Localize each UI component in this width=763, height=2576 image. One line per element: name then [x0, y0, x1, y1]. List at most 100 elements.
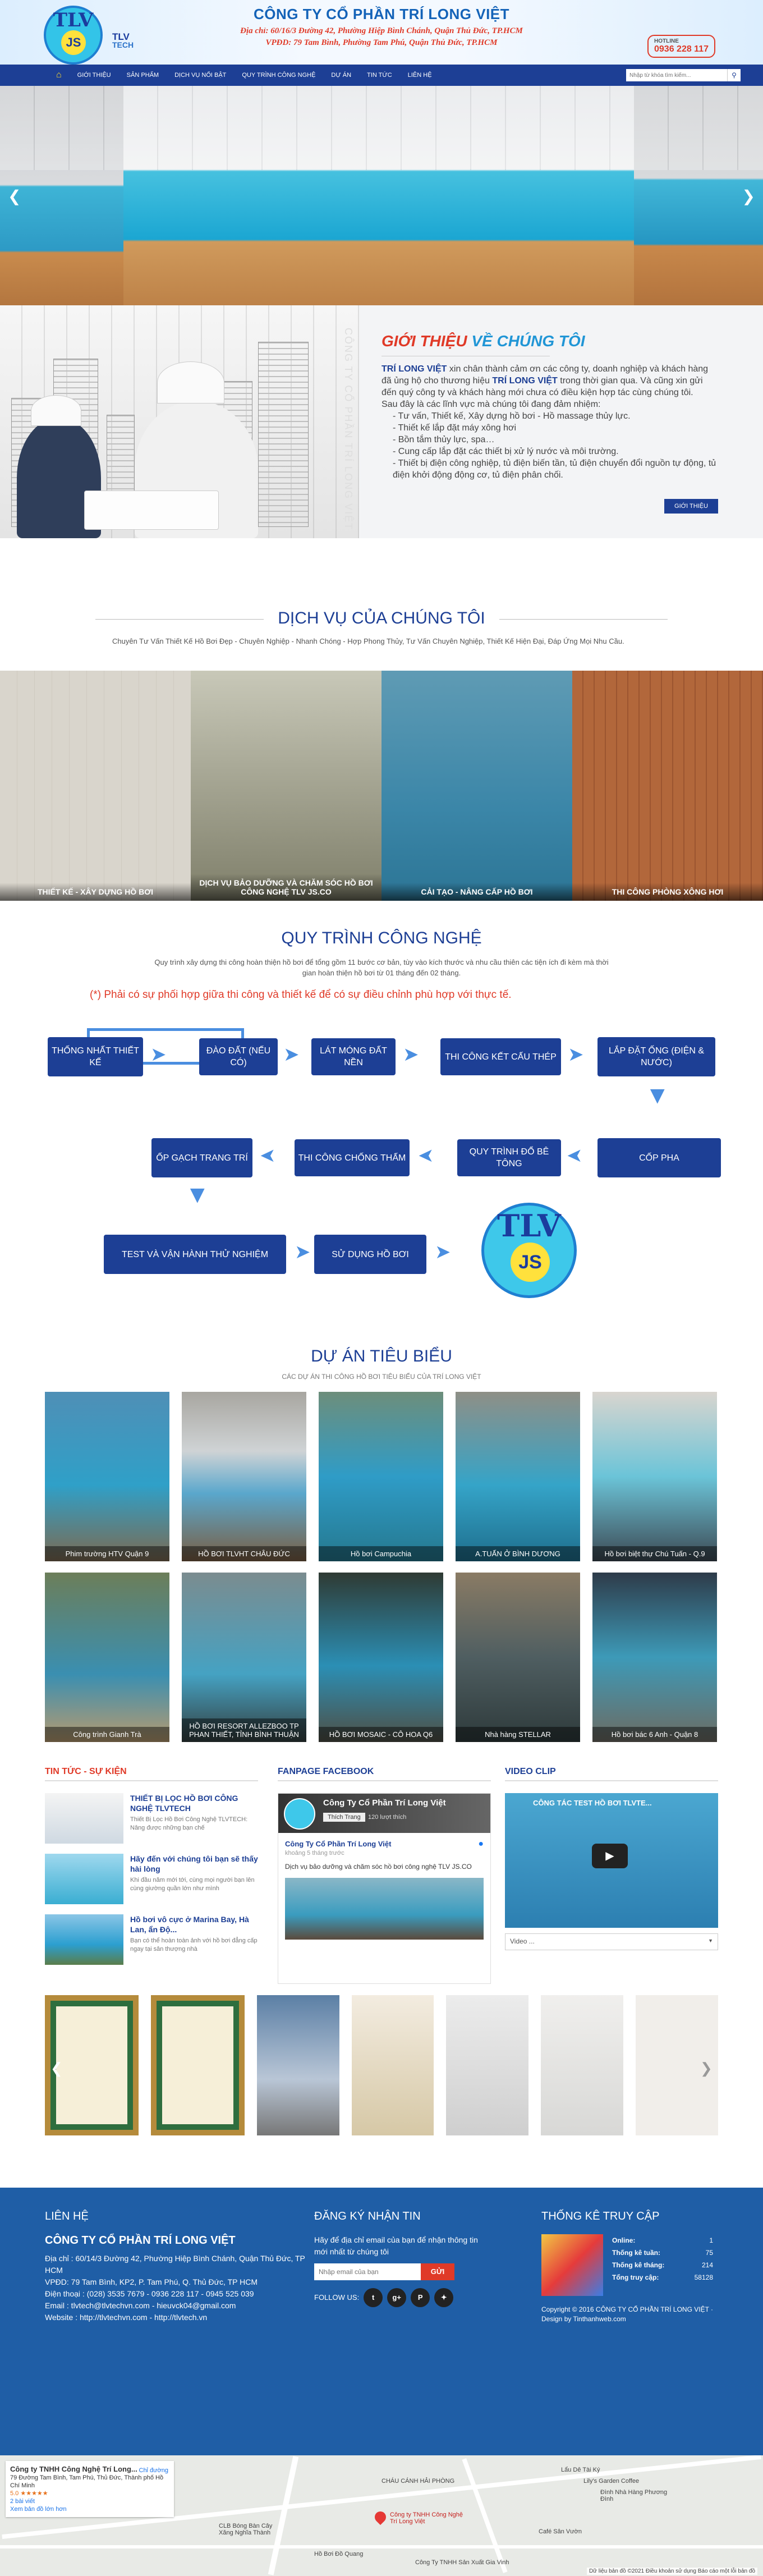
nav-san-pham[interactable]: SẢN PHẨM — [126, 72, 159, 79]
hotline-badge[interactable]: HOTLINE 0936 228 117 — [647, 35, 715, 58]
fb-post-author[interactable]: Công Ty Cổ Phần Trí Long Việt — [285, 1840, 392, 1848]
service-label: THI CÔNG PHÒNG XÔNG HƠI — [572, 883, 763, 901]
news-item[interactable]: Hãy đến với chúng tôi bạn sẽ thấy hài lò… — [45, 1854, 258, 1904]
site-title: CÔNG TY CỔ PHẦN TRÍ LONG VIỆT — [253, 6, 510, 22]
intro-text: GIỚI THIỆU VỀ CHÚNG TÔI TRÍ LONG VIỆT xi… — [382, 332, 718, 481]
news-item[interactable]: THIẾT BỊ LỌC HỒ BƠI CÔNG NGHỆ TLVTECH Thi… — [45, 1793, 258, 1844]
news-thumbnail — [45, 1793, 123, 1844]
fb-post-image[interactable] — [285, 1878, 484, 1940]
news-item[interactable]: Hồ bơi vô cực ở Marina Bay, Hà Lan, ẩn Đ… — [45, 1914, 258, 1965]
map-label: Công Ty TNHH Sản Xuất Gia Vinh — [415, 2559, 509, 2566]
step-cop-pha: CỐP PHA — [597, 1138, 721, 1177]
search-input[interactable] — [626, 69, 727, 81]
news-title[interactable]: Hồ bơi vô cực ở Marina Bay, Hà Lan, ẩn Đ… — [130, 1915, 249, 1934]
footer-newsletter: ĐĂNG KÝ NHẬN TIN Hãy để địa chỉ email củ… — [314, 2210, 488, 2307]
award-image[interactable] — [256, 1995, 339, 2135]
nav-du-an[interactable]: DỰ ÁN — [331, 72, 352, 79]
project-card[interactable]: Hồ bơi Campuchia — [319, 1392, 443, 1561]
chevron-left-icon[interactable]: ❮ — [8, 187, 21, 205]
footer-phone: Điện thoại : (028) 3535 7679 - 0936 228 … — [45, 2289, 254, 2298]
hero-banner: ❮ ❯ — [0, 86, 763, 305]
news-desc: Bạn có thể hoàn toàn ảnh với hồ bơi đẳng… — [130, 1937, 258, 1952]
step-do-be-tong: QUY TRÌNH ĐỔ BÊ TÔNG — [457, 1139, 561, 1176]
news-title[interactable]: THIẾT BỊ LỌC HỒ BƠI CÔNG NGHỆ TLVTECH — [130, 1794, 238, 1813]
project-card[interactable]: A.TUẤN Ở BÌNH DƯƠNG — [456, 1392, 580, 1561]
intro-title: GIỚI THIỆU VỀ CHÚNG TÔI — [382, 332, 718, 350]
footer-address: Địa chỉ : 60/14/3 Đường 42, Phường Hiệp … — [45, 2254, 305, 2275]
awards-carousel — [45, 1995, 719, 2135]
project-card[interactable]: Hồ bơi bác 6 Anh - Quận 8 — [592, 1573, 717, 1742]
hotline-number: 0936 228 117 — [654, 44, 709, 54]
company-logo[interactable]: TLV JS — [44, 6, 103, 65]
nav-gioi-thieu[interactable]: GIỚI THIỆU — [77, 72, 111, 79]
service-card[interactable]: CẢI TẠO - NÂNG CẤP HỒ BƠI — [382, 671, 572, 901]
map-pin-icon[interactable] — [372, 2509, 389, 2525]
newsletter-email-input[interactable] — [314, 2263, 421, 2280]
project-caption: Phim trường HTV Quận 9 — [45, 1546, 169, 1561]
service-card[interactable]: THIẾT KẾ - XÂY DỰNG HỒ BƠI — [0, 671, 191, 901]
award-image[interactable] — [45, 1995, 139, 2135]
project-card[interactable]: Phim trường HTV Quận 9 — [45, 1392, 169, 1561]
arrow-down-icon: ▼ — [185, 1181, 210, 1208]
map-label: Café Sân Vườn — [539, 2528, 582, 2535]
nav-quy-trinh[interactable]: QUY TRÌNH CÔNG NGHỆ — [242, 72, 316, 79]
step-chong-tham: THI CÔNG CHỐNG THẤM — [295, 1139, 410, 1176]
project-caption: HỒ BƠI RESORT ALLEZBOO TP PHAN THIẾT, TỈ… — [182, 1718, 306, 1742]
project-card[interactable]: HỒ BƠI MOSAIC - CÔ HOA Q6 — [319, 1573, 443, 1742]
award-image[interactable] — [150, 1995, 245, 2135]
footer-email[interactable]: Email : tlvtech@tlvtechvn.com - hieuvck0… — [45, 2301, 236, 2310]
chevron-left-icon[interactable]: ❮ — [50, 2060, 63, 2077]
intro-p1c: trong thời gian qua. Và cũng xin gửi đến… — [382, 376, 703, 397]
intro-button[interactable]: GIỚI THIỆU — [664, 499, 718, 514]
google-map[interactable]: Công ty TNHH Công Nghệ Trí Long... 79 Đư… — [0, 2455, 763, 2576]
video-title: CÔNG TÁC TEST HỒ BƠI TLVTE... — [533, 1799, 652, 1807]
home-icon[interactable]: ⌂ — [56, 70, 62, 80]
tumblr-icon[interactable]: t — [364, 2288, 383, 2307]
news-title[interactable]: Hãy đến với chúng tôi bạn sẽ thấy hài lò… — [130, 1854, 258, 1873]
project-caption: Hồ bơi biệt thự Chú Tuấn - Q.9 — [592, 1546, 717, 1561]
project-card[interactable]: HỒ BƠI TLVHT CHÂU ĐỨC — [182, 1392, 306, 1561]
intro-title-a: GIỚI THIỆU — [382, 332, 467, 350]
footer-website[interactable]: Website : http://tlvtechvn.com - http://… — [45, 2313, 208, 2322]
fb-page-name[interactable]: Công Ty Cổ Phần Trí Long Việt — [323, 1798, 446, 1808]
stat-value: 58128 — [694, 2274, 713, 2281]
nav-lien-he[interactable]: LIÊN HỆ — [407, 72, 432, 79]
footer-stats: THỐNG KÊ TRUY CẬP Online:1 Thống kê tuần… — [541, 2210, 727, 2324]
nav-dich-vu[interactable]: DỊCH VỤ NỔI BẬT — [174, 72, 227, 79]
service-card[interactable]: DỊCH VỤ BẢO DƯỠNG VÀ CHĂM SÓC HỒ BƠI CÔN… — [191, 671, 382, 901]
stat-label: Online: — [612, 2236, 636, 2244]
map-reviews[interactable]: 2 bài viết — [10, 2498, 35, 2505]
logo-text: TLV — [53, 9, 94, 31]
map-directions[interactable]: Chỉ đường — [139, 2467, 169, 2474]
award-image[interactable] — [541, 1995, 624, 2135]
chevron-right-icon[interactable]: ❯ — [742, 187, 755, 205]
news-desc: Thiết Bị Lọc Hồ Bơi Công Nghệ TLVTECH: N… — [130, 1816, 248, 1831]
award-image[interactable] — [446, 1995, 529, 2135]
video-select[interactable]: Video ... — [505, 1933, 718, 1950]
pinterest-icon[interactable]: P — [411, 2288, 430, 2307]
nav-tin-tuc[interactable]: TIN TỨC — [367, 72, 392, 79]
project-caption: HỒ BƠI MOSAIC - CÔ HOA Q6 — [319, 1727, 443, 1742]
project-card[interactable]: Công trình Gianh Trà — [45, 1573, 169, 1742]
project-card[interactable]: HỒ BƠI RESORT ALLEZBOO TP PHAN THIẾT, TỈ… — [182, 1573, 306, 1742]
twitter-icon[interactable]: ✦ — [434, 2288, 454, 2307]
map-larger-link[interactable]: Xem bản đồ lớn hơn — [10, 2506, 67, 2513]
fb-like-button[interactable]: Thích Trang — [323, 1813, 365, 1822]
award-image[interactable] — [636, 1995, 719, 2135]
intro-list-1: - Tư vấn, Thiết kế, Xây dựng hồ bơi - Hồ… — [393, 411, 631, 421]
arrow-right-icon: ➤ — [435, 1241, 451, 1263]
play-icon[interactable]: ▶ — [592, 1844, 628, 1868]
video-player[interactable]: CÔNG TÁC TEST HỒ BƠI TLVTE... ▶ — [505, 1793, 718, 1928]
project-card[interactable]: Hồ bơi biệt thự Chú Tuấn - Q.9 — [592, 1392, 717, 1561]
step-op-gach: ỐP GẠCH TRANG TRÍ — [151, 1138, 252, 1177]
map-place-name: Công ty TNHH Công Nghệ Trí Long... — [10, 2465, 137, 2473]
search-icon[interactable]: ⚲ — [727, 69, 741, 81]
map-label: Đình Nhà Hàng Phương Đình — [600, 2489, 668, 2502]
service-card[interactable]: THI CÔNG PHÒNG XÔNG HƠI — [572, 671, 763, 901]
newsletter-submit-button[interactable]: GỬI — [421, 2263, 454, 2280]
chevron-right-icon[interactable]: ❯ — [700, 2060, 713, 2077]
google-plus-icon[interactable]: g+ — [387, 2288, 407, 2307]
award-image[interactable] — [351, 1995, 434, 2135]
news-thumbnail — [45, 1914, 123, 1965]
project-card[interactable]: Nhà hàng STELLAR — [456, 1573, 580, 1742]
